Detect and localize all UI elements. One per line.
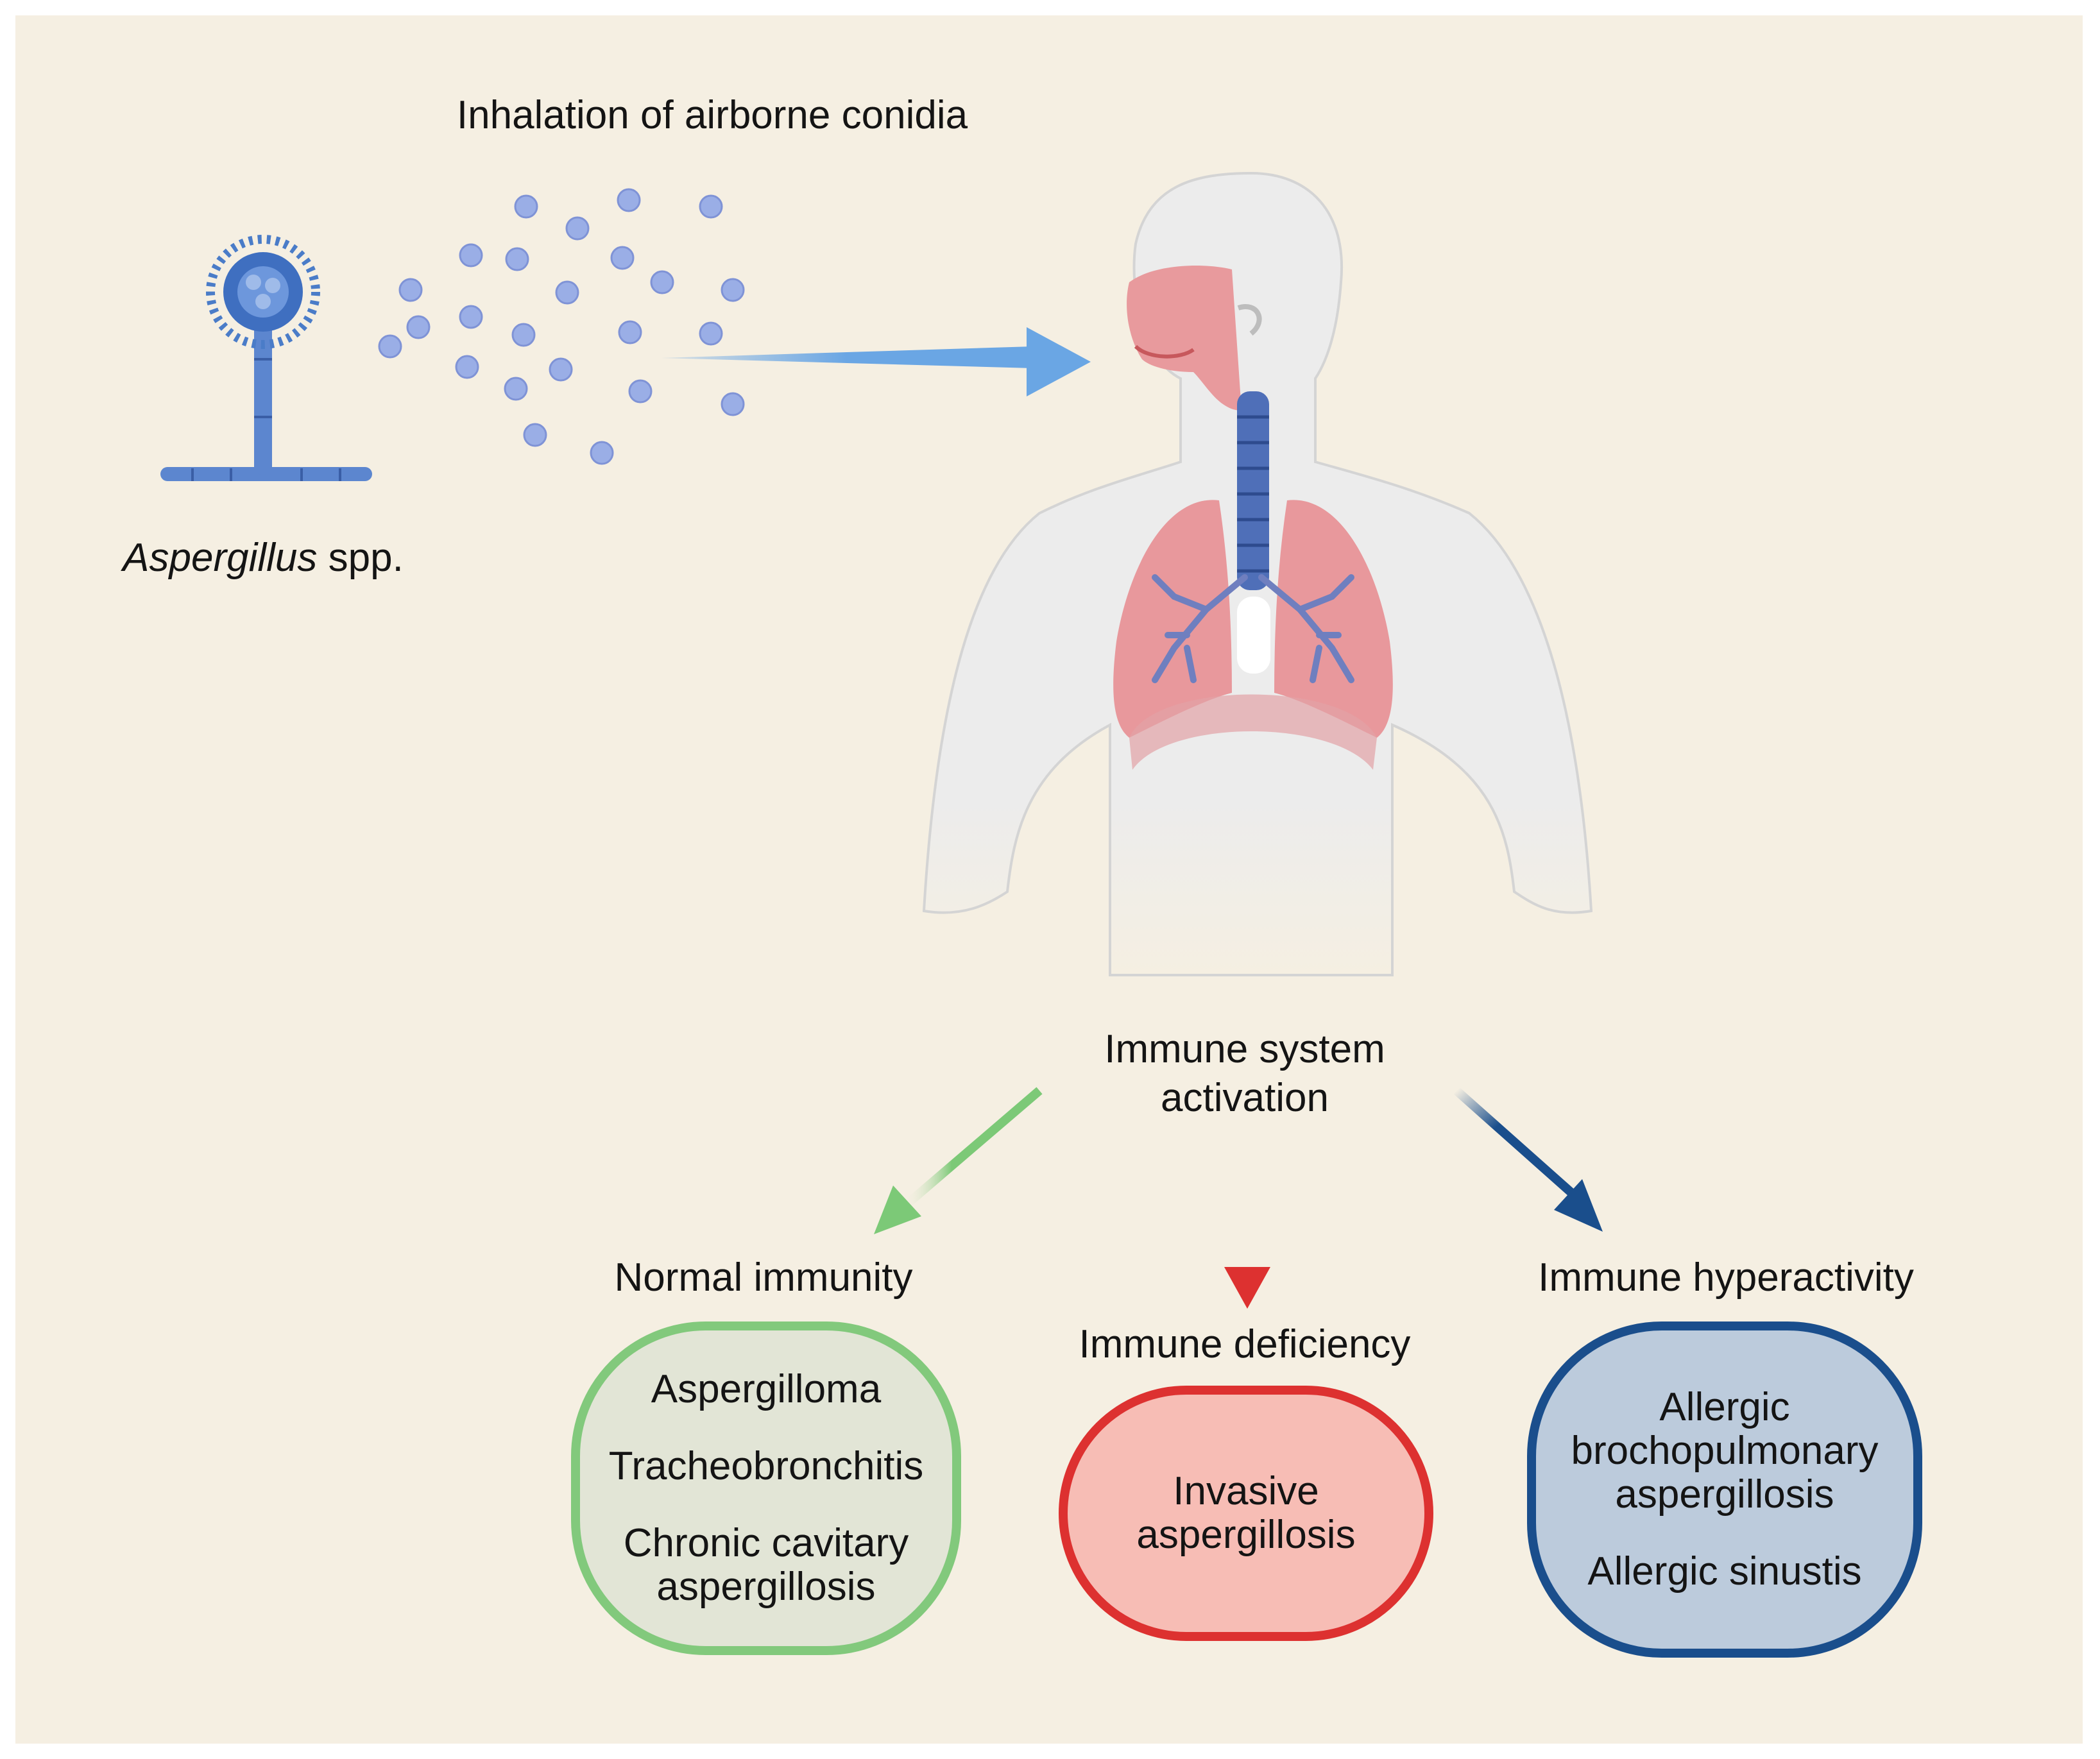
condition-abpa: Allergic brochopulmonary aspergillosis: [1571, 1385, 1879, 1517]
arrow-immune-deficiency: [1224, 1155, 1270, 1309]
condition-chronic-cavitary: Chronic cavitary aspergillosis: [623, 1521, 909, 1609]
condition-aspergilloma: Aspergilloma: [651, 1367, 882, 1411]
arrow-immune-hyperactivity: [1453, 1087, 1603, 1232]
conidia: [378, 188, 745, 465]
figure-title: Inhalation of airborne conidia: [456, 93, 968, 137]
center-label-line2: activation: [1161, 1076, 1329, 1120]
condition-invasive-aspergillosis: Invasive aspergillosis: [1136, 1469, 1356, 1557]
condition-allergic-sinustis: Allergic sinustis: [1587, 1549, 1862, 1593]
heading-normal-immunity: Normal immunity: [614, 1255, 913, 1300]
human-body-icon: [922, 171, 1593, 976]
inhalation-arrow: [661, 327, 1091, 396]
normal-immunity-box: Aspergilloma Tracheobronchitis Chronic c…: [571, 1321, 961, 1655]
arrow-normal-immunity: [874, 1087, 1043, 1234]
heading-immune-hyperactivity: Immune hyperactivity: [1538, 1255, 1914, 1300]
immune-hyperactivity-box: Allergic brochopulmonary aspergillosis A…: [1527, 1321, 1922, 1658]
aspergillus-icon: [160, 235, 372, 481]
organism-genus: Aspergillus: [123, 536, 318, 580]
organism-suffix: spp.: [317, 536, 404, 580]
heading-immune-deficiency: Immune deficiency: [1079, 1322, 1411, 1366]
condition-tracheobronchitis: Tracheobronchitis: [608, 1444, 924, 1488]
organism-label: Aspergillus spp.: [90, 535, 436, 581]
center-label-line1: Immune system: [1104, 1027, 1385, 1071]
immune-deficiency-box: Invasive aspergillosis: [1059, 1386, 1433, 1641]
